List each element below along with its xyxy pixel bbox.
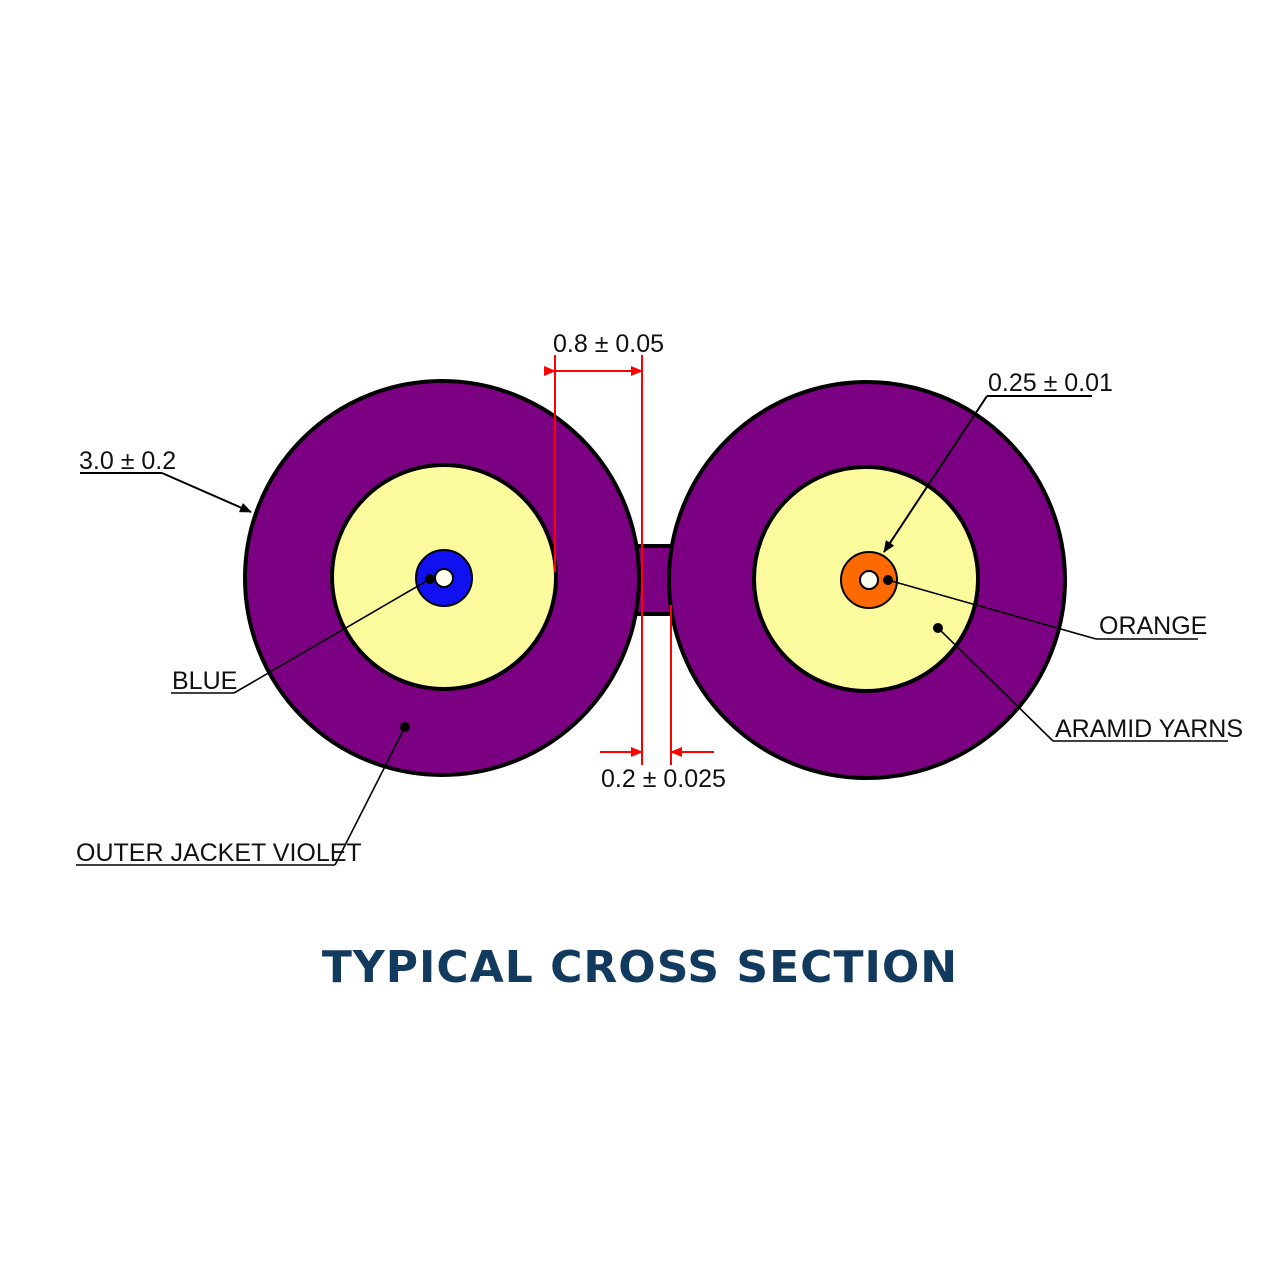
dimension-web-thickness <box>600 605 714 765</box>
leader-blue <box>171 578 431 694</box>
blue-label: BLUE <box>172 667 237 695</box>
leader-fiber-diameter <box>883 395 1092 553</box>
jacket-thickness-label: 0.8 ± 0.05 <box>553 330 664 358</box>
orange-leader-dot <box>883 575 893 585</box>
fiber-diameter-label: 0.25 ± 0.01 <box>988 369 1113 397</box>
leader-outer-diameter <box>80 472 252 513</box>
outer-jacket-label: OUTER JACKET VIOLET <box>76 839 362 867</box>
right-cable <box>667 380 1067 780</box>
leader-outer-jacket <box>76 726 406 866</box>
blue-leader-dot <box>425 574 435 584</box>
left-cable <box>243 379 641 777</box>
aramid-yarns-label: ARAMID YARNS <box>1055 715 1243 743</box>
web-thickness-label: 0.2 ± 0.025 <box>601 765 726 793</box>
leader-aramid <box>937 627 1228 742</box>
aramid-leader-dot <box>933 623 943 633</box>
outer-diameter-label: 3.0 ± 0.2 <box>79 447 176 475</box>
dimension-jacket-thickness <box>544 355 643 765</box>
left-fiber-core <box>434 568 454 588</box>
diagram-title: TYPICAL CROSS SECTION <box>322 942 958 993</box>
leader-orange <box>887 579 1198 640</box>
orange-label: ORANGE <box>1099 612 1207 640</box>
outer-jacket-leader-dot <box>400 722 410 732</box>
right-fiber-core <box>859 570 879 590</box>
